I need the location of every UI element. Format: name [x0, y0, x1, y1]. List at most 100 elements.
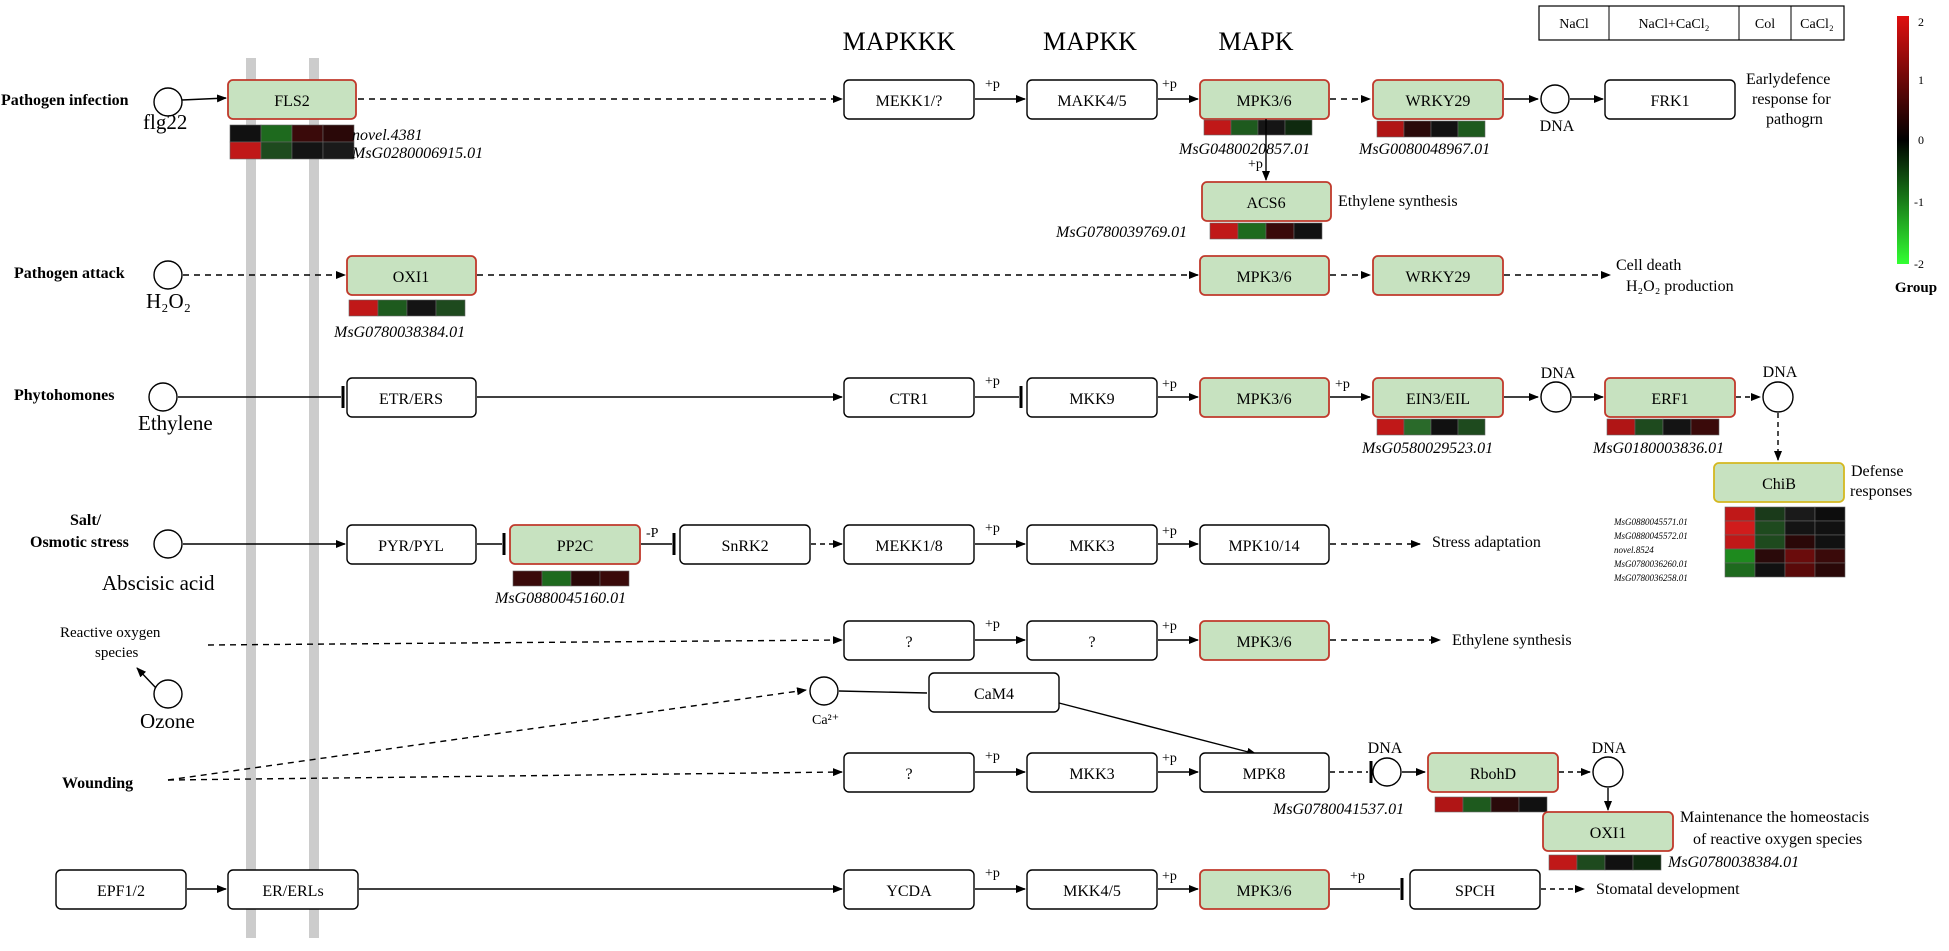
stimulus-osmotic-stress: Osmotic stress [30, 534, 129, 551]
gene-box-erf1[interactable] [1604, 377, 1736, 418]
node-box-epf12[interactable] [55, 869, 187, 910]
node-box-ererls[interactable] [227, 869, 359, 910]
node-box-mkk3-row4[interactable] [1026, 524, 1158, 565]
gene-box-mpk36-row1[interactable] [1199, 79, 1330, 120]
header-mapkkk: MAPKKK [843, 27, 956, 56]
gene-box-fls2[interactable] [227, 79, 357, 120]
gene-box-wrky29-row2[interactable] [1372, 255, 1504, 296]
node-box-pyrpyl[interactable] [346, 524, 477, 565]
node-box-mkk3-row6[interactable] [1026, 752, 1158, 793]
heatmap-cell [1376, 418, 1405, 436]
edge-ca-cam4 [838, 690, 928, 694]
scale-title: Group [1895, 280, 1937, 296]
edge-flg22-fls2 [181, 94, 227, 103]
node-label-spch: SPCH [1455, 883, 1495, 900]
gene-box-wrky29-row1[interactable] [1372, 79, 1504, 120]
node-box-unknown-row6[interactable] [843, 752, 975, 793]
gene-id-chib-1: MsG0880045571.01 [1613, 517, 1688, 527]
heatmap-cell [1662, 418, 1692, 436]
heatmap-cell [1265, 222, 1295, 240]
dna-label-row3b: DNA [1763, 364, 1798, 381]
node-box-mekk1q[interactable] [843, 79, 975, 120]
heatmap-cell [1257, 119, 1286, 136]
heatmap-cell [1548, 854, 1578, 871]
heatmap-cell [406, 299, 437, 317]
node-box-ycda[interactable] [843, 869, 975, 910]
node-box-mpk8[interactable] [1199, 752, 1330, 793]
node-box-ctr1[interactable] [843, 377, 975, 418]
node-label-etrers: ETR/ERS [379, 391, 443, 408]
label-abscisic-acid: Abscisic acid [102, 571, 215, 595]
gene-label-mpk36-row7: MPK3/6 [1236, 883, 1291, 900]
gene-label-pp2c: PP2C [557, 538, 593, 555]
node-box-unknown-row5b[interactable] [1026, 620, 1158, 661]
node-box-frk1[interactable] [1604, 79, 1736, 120]
mod-p-3b: +p [1162, 377, 1177, 392]
scale-tick-2: 2 [1918, 15, 1924, 29]
gene-box-mpk36-row7[interactable] [1199, 869, 1330, 910]
stimulus-ros-line1: Reactive oxygen [60, 625, 161, 641]
mod-p-5a: +p [985, 617, 1000, 632]
node-box-snrk2[interactable] [679, 524, 811, 565]
heatmap-cell [1284, 119, 1313, 136]
gene-id-novel4381: novel.4381 [352, 127, 423, 144]
label-ozone: Ozone [140, 709, 195, 733]
mod-p-3c: +p [1335, 377, 1350, 392]
node-box-mkk45[interactable] [1026, 869, 1158, 910]
heatmap-cell [1430, 418, 1459, 436]
gene-id-g0280006915: MsG0280006915.01 [351, 145, 483, 162]
node-box-mpk1014[interactable] [1199, 524, 1330, 565]
heatmap-oxi1-row6 [1548, 854, 1662, 871]
dna-node-row3b [1762, 381, 1794, 413]
stimulus-node-ozone [153, 679, 183, 709]
node-label-mkk9: MKK9 [1069, 391, 1114, 408]
node-box-etrers[interactable] [346, 377, 477, 418]
dna-node-row1 [1540, 84, 1570, 114]
node-box-cam4[interactable] [928, 672, 1060, 713]
mod-p-4a: +p [985, 521, 1000, 536]
heatmap-cell [348, 299, 379, 317]
gene-box-ein3[interactable] [1372, 377, 1504, 418]
node-label-cam4: CaM4 [974, 686, 1014, 703]
heatmap-cell [1724, 562, 1756, 578]
heatmap-cell [1634, 418, 1664, 436]
gene-box-oxi1-row2[interactable] [346, 255, 477, 296]
gene-id-g0780039769: MsG0780039769.01 [1055, 224, 1187, 241]
gene-box-rbohd[interactable] [1427, 752, 1559, 793]
mod-p-7b: +p [1162, 869, 1177, 884]
gene-box-mpk36-row3[interactable] [1199, 377, 1330, 418]
node-box-mkk9[interactable] [1026, 377, 1158, 418]
node-box-spch[interactable] [1409, 869, 1541, 910]
stimulus-salt: Salt/ [70, 512, 102, 529]
dna-label-row3a: DNA [1541, 365, 1576, 382]
node-label-mkk3-row4: MKK3 [1069, 538, 1114, 555]
mod-p-6b: +p [1162, 751, 1177, 766]
heatmap-cell [541, 570, 572, 587]
outcome-ethylene-synthesis-row5: Ethylene synthesis [1452, 632, 1572, 649]
gene-box-mpk36-row2[interactable] [1199, 255, 1330, 296]
heatmap-cell [1754, 548, 1786, 564]
gene-box-oxi1-row6[interactable] [1542, 811, 1674, 852]
heatmap-cell [1754, 520, 1786, 536]
node-box-mekk18[interactable] [843, 524, 975, 565]
heatmap-cell [1203, 119, 1232, 136]
heatmap-cell [229, 141, 262, 160]
membrane-bar-left [246, 58, 256, 938]
heatmap-cell [260, 141, 293, 160]
node-label-mkk45: MKK4/5 [1063, 883, 1121, 900]
mod-p-acs6: +p [1248, 157, 1263, 172]
gene-label-fls2: FLS2 [274, 93, 310, 110]
stimulus-pathogen-attack: Pathogen attack [14, 265, 125, 282]
node-label-pyrpyl: PYR/PYL [378, 538, 444, 555]
gene-box-chib[interactable] [1713, 462, 1845, 503]
node-box-makk45[interactable] [1026, 79, 1158, 120]
edge-ozone-ros [136, 667, 157, 689]
gene-box-acs6[interactable] [1201, 181, 1332, 222]
node-box-unknown-row5a[interactable] [843, 620, 975, 661]
node-label-mpk8: MPK8 [1243, 766, 1286, 783]
heatmap-cell [1724, 548, 1756, 564]
gene-id-chib-2: MsG0880045572.01 [1613, 531, 1688, 541]
gene-box-mpk36-row5[interactable] [1199, 620, 1330, 661]
legend-group-nacl: NaCl [1559, 17, 1589, 32]
gene-box-pp2c[interactable] [509, 524, 641, 565]
